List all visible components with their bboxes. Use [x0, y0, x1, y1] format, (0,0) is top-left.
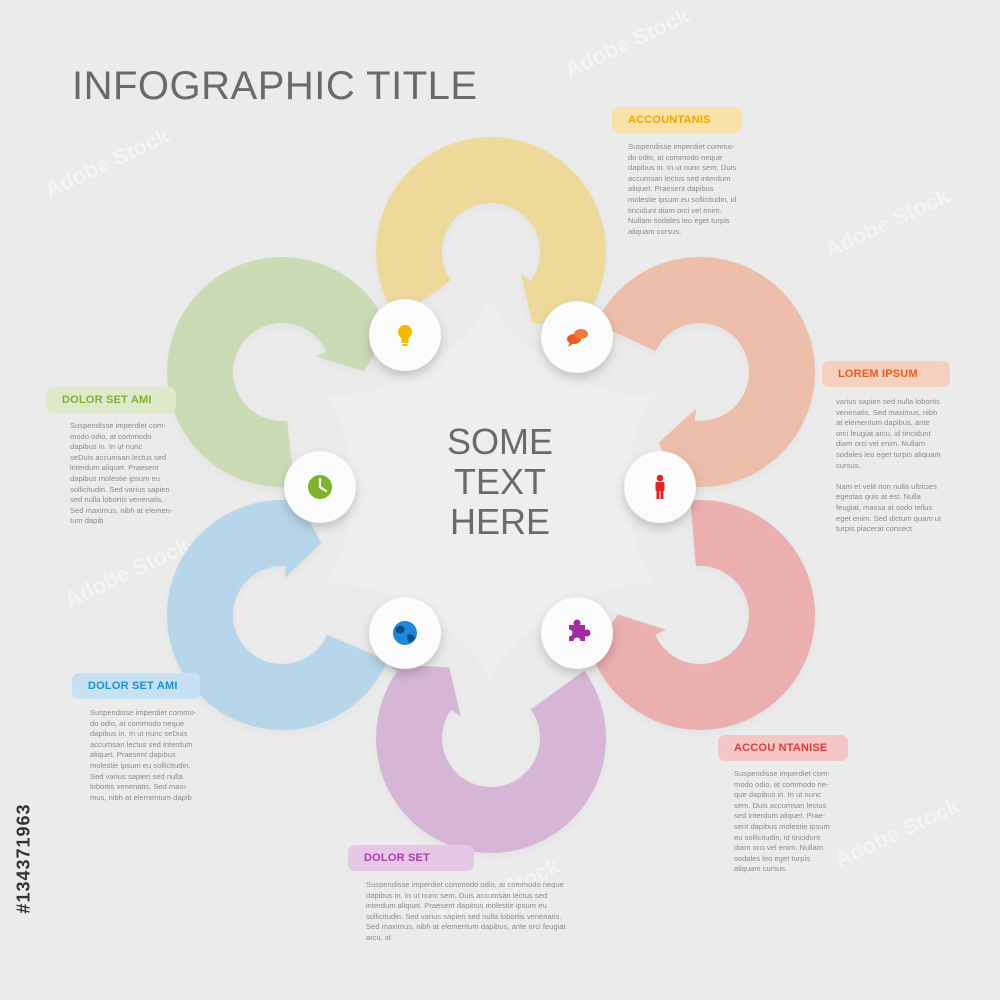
center-text: SOME TEXT HERE [400, 422, 600, 542]
person-icon [655, 474, 665, 499]
section-label-accou-ntanise: ACCOU NTANISE [718, 735, 848, 761]
lightbulb-icon [398, 325, 412, 346]
section-description-accountanis: Suspendisse imperdiet commo- do odio, at… [628, 142, 737, 236]
section-label-accountanis: ACCOUNTANIS [612, 107, 742, 133]
petal-arrow-yellow [375, 136, 606, 327]
section-description-dolor-set: Suspendisse imperdiet commodo odio, at c… [366, 880, 566, 942]
stock-id: #134371963 [13, 803, 34, 914]
icon-button-green [284, 451, 356, 523]
center-star-shape [325, 300, 655, 680]
section-description-dolor-set-ami-blue: Suspendisse imperdiet commo- do odio, at… [90, 708, 197, 802]
section-description-lorem-ipsum: varius sapien sed nulla lobortis venenat… [836, 397, 942, 534]
section-label-lorem-ipsum: LOREM IPSUM [822, 361, 950, 387]
center-text-line: HERE [449, 501, 551, 542]
icon-button-orange [541, 301, 613, 373]
icon-buttons [284, 299, 696, 669]
section-label-dolor-set: DOLOR SET [348, 845, 474, 871]
icon-button-purple [541, 597, 613, 669]
section-label-dolor-set-ami-blue: DOLOR SET AMI [72, 673, 200, 699]
center-text-line: TEXT [453, 461, 546, 502]
page-title: INFOGRAPHIC TITLE [72, 64, 478, 108]
section-description-accou-ntanise: Suspendisse imperdiet com- modo odio, at… [734, 769, 830, 874]
petal-arrow-green [166, 257, 398, 487]
puzzle-icon [565, 619, 591, 645]
petal-arrow-blue [166, 488, 388, 730]
center-text-line: SOME [446, 421, 553, 462]
section-description-dolor-set-ami-green: Suspendisse imperdiet com- modo odio, at… [70, 421, 173, 526]
globe-icon [393, 621, 417, 645]
petal-arrows [166, 136, 815, 853]
icon-button-blue [369, 597, 441, 669]
petal-arrow-red [583, 500, 815, 730]
icon-button-red [624, 451, 696, 523]
section-label-dolor-set-ami-green: DOLOR SET AMI [46, 387, 176, 413]
clock-icon [308, 475, 332, 499]
icon-button-yellow [369, 299, 441, 371]
chat-bubbles-icon [567, 329, 588, 347]
petal-arrow-orange [595, 257, 815, 499]
petal-arrow-purple [375, 664, 606, 853]
